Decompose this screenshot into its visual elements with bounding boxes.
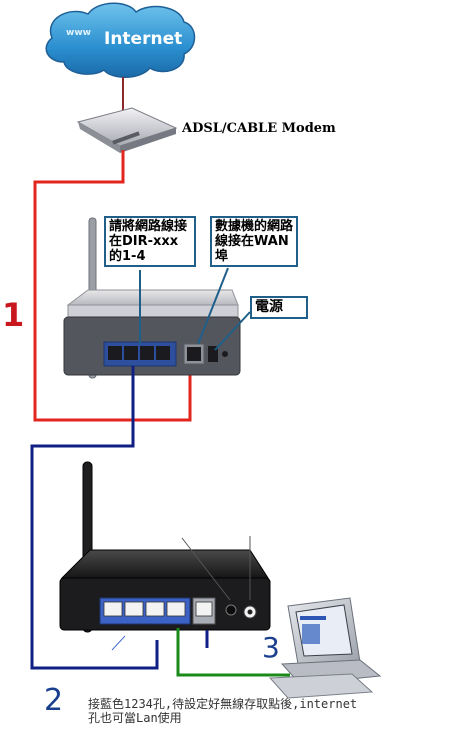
adsl-modem [76, 107, 178, 153]
step-number-1: 1 [2, 296, 25, 334]
modem-label: ADSL/CABLE Modem [182, 121, 336, 136]
step-number-2: 2 [44, 683, 64, 718]
red-cable [33, 150, 192, 422]
blue-cable [30, 366, 159, 670]
usage-note: 接藍色1234孔,待設定好無線存取點後,internet孔也可當Lan使用 [88, 697, 358, 725]
cloud-www-text: www [66, 28, 91, 38]
cloud-label: Internet [104, 29, 182, 49]
green-cable [176, 628, 290, 677]
upper-router [63, 217, 241, 379]
power-callout: 電源 [250, 296, 308, 319]
wan-port-callout: 數據機的網路線接在WAN埠 [210, 216, 298, 267]
internet-cloud: www Internet [45, 2, 196, 78]
lan-ports-callout: 請將網路線接在DIR-xxx的1-4 [104, 216, 196, 267]
lower-router [59, 461, 271, 633]
step-number-3: 3 [262, 631, 280, 664]
computer [268, 597, 382, 699]
